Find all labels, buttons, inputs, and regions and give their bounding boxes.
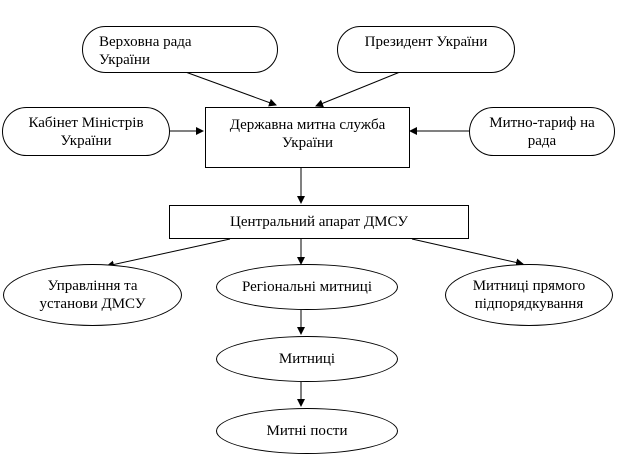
node-verkhovna-rada: Верховна рада України	[82, 26, 278, 73]
node-cabinet: Кабінет Міністрів України	[2, 107, 170, 156]
node-dmsu: Державна митна служба України	[205, 107, 410, 168]
node-label: підпорядкування	[474, 296, 584, 312]
node-departments: Управління та установи ДМСУ	[3, 264, 182, 326]
node-label: Центральний апарат ДМСУ	[230, 214, 408, 230]
node-regional-customs: Регіональні митниці	[216, 264, 398, 310]
arrow-president-to-dmsu	[315, 71, 401, 108]
node-label: України	[99, 52, 150, 68]
node-president: Президент України	[337, 26, 515, 73]
node-customs: Митниці	[216, 336, 398, 382]
arrow-central-to-direct	[411, 238, 524, 267]
node-label: України	[60, 132, 112, 149]
node-customs-posts: Митні пости	[216, 408, 398, 454]
node-label: установи ДМСУ	[39, 296, 146, 312]
node-label: Митниці прямого	[472, 278, 586, 294]
node-label: рада	[527, 132, 557, 149]
node-label: Верховна рада	[99, 34, 192, 50]
arrow-central-to-departments	[106, 238, 231, 269]
node-tariff-council: Митно-тариф на рада	[469, 107, 615, 156]
node-label: Президент України	[364, 34, 488, 50]
node-label: Митно-тариф на	[489, 114, 595, 131]
node-central-apparatus: Центральний апарат ДМСУ	[169, 205, 469, 239]
node-label: Регіональні митниці	[241, 279, 373, 295]
node-label: Митниці	[278, 351, 336, 367]
arrow-rada-to-dmsu	[179, 69, 277, 107]
node-label: Управління та	[47, 278, 138, 294]
node-label: України	[282, 135, 333, 151]
node-direct-customs: Митниці прямого підпорядкування	[445, 264, 613, 326]
node-label: Кабінет Міністрів	[28, 114, 144, 131]
node-label: Державна митна служба	[229, 117, 386, 133]
node-label: Митні пости	[266, 423, 348, 439]
